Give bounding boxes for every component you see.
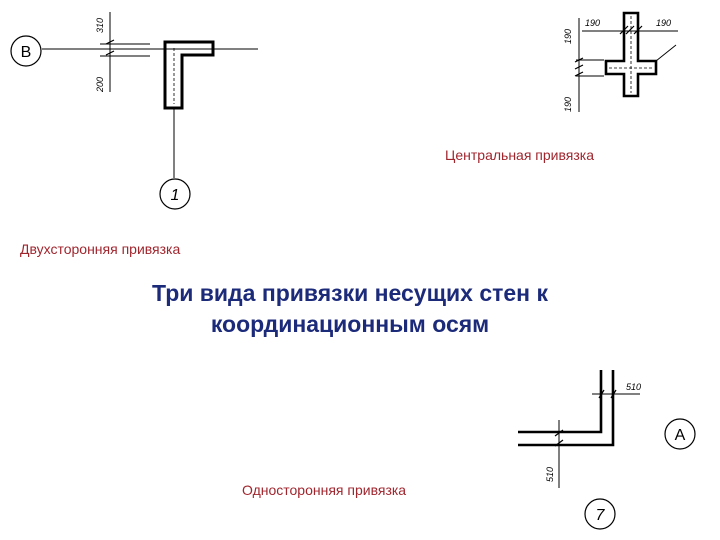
dimension-label: 310 bbox=[95, 18, 105, 33]
caption-two-sided-binding: Двухсторонняя привязка bbox=[20, 241, 181, 257]
dimension-label: 200 bbox=[95, 77, 105, 93]
slide-title: Три вида привязки несущих стен к координ… bbox=[100, 278, 600, 340]
axis-label-column: 7 bbox=[596, 507, 606, 524]
axis-label-row: В bbox=[21, 44, 32, 61]
axis-marker-row bbox=[10, 35, 42, 67]
axis-marker-column bbox=[584, 498, 616, 530]
wall-outer-edge bbox=[518, 370, 615, 447]
wall-inner-edge bbox=[518, 370, 603, 434]
axis-marker-row bbox=[664, 418, 696, 450]
dimension-label: 510 bbox=[545, 467, 555, 482]
dimension-label: 190 bbox=[563, 29, 573, 44]
caption-central-binding: Центральная привязка bbox=[445, 147, 594, 163]
cross-wall-outline bbox=[604, 11, 658, 98]
two-sided-binding-diagram bbox=[10, 12, 258, 210]
central-binding-diagram bbox=[574, 11, 678, 112]
one-sided-binding-diagram bbox=[518, 370, 696, 530]
slide-title-line-2: координационным осям bbox=[210, 311, 490, 337]
slide-title-line-1: Три вида привязки несущих стен к bbox=[152, 280, 548, 306]
dimension-label: 190 bbox=[656, 18, 671, 28]
dimension-label: 510 bbox=[626, 382, 641, 392]
axis-label-row: А bbox=[675, 427, 686, 444]
axis-label-column: 1 bbox=[171, 187, 180, 204]
dimension-label: 190 bbox=[563, 97, 573, 112]
wall-outline bbox=[163, 40, 215, 110]
dimension-label: 190 bbox=[585, 18, 600, 28]
caption-one-sided-binding: Односторонняя привязка bbox=[242, 482, 407, 498]
axis-marker-column bbox=[159, 178, 191, 210]
